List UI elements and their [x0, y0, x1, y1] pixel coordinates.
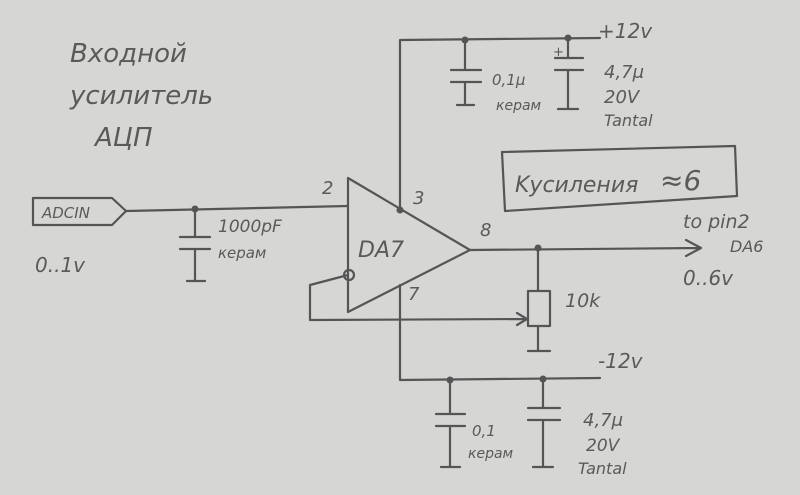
title-line-1: Входной — [70, 39, 187, 69]
schematic-title: Входной усилитель АЦП — [69, 39, 213, 153]
input-cap-value: 1000pF — [218, 217, 282, 237]
output-range-label: 0..6v — [683, 266, 734, 290]
negative-supply — [398, 283, 602, 469]
positive-supply — [396, 34, 602, 214]
pos-cap2-value: 4,7μ — [604, 62, 644, 83]
title-line-3: АЦП — [93, 123, 153, 153]
adcin-label: ADCIN — [41, 204, 90, 222]
gain-label: Kусиления — [515, 173, 638, 198]
adcin-connector: ADCIN — [31, 196, 128, 227]
output-dest-line2: DA6 — [730, 237, 763, 256]
neg-cap1-value: 0,1 — [472, 422, 496, 440]
pos-cap2-voltage: 20V — [604, 87, 641, 108]
pin-7-label: 7 — [408, 284, 420, 305]
gain-value: ≈6 — [660, 164, 701, 197]
opamp-name: DA7 — [358, 238, 404, 263]
output-wire — [468, 238, 703, 258]
pin-8-label: 8 — [480, 220, 491, 241]
neg-cap1-type: керам — [468, 446, 514, 462]
output-dest-line1: to pin2 — [683, 211, 750, 233]
pos-cap1-type: керам — [496, 98, 542, 114]
gain-box: Kусиления ≈6 — [500, 144, 739, 213]
pos-cap1-value: 0,1μ — [492, 71, 525, 89]
pos-cap2-type: Tantal — [604, 111, 653, 130]
title-line-2: усилитель — [69, 81, 213, 111]
input-range-label: 0..1v — [35, 253, 86, 277]
neg-cap2-voltage: 20V — [586, 436, 621, 456]
polarity-mark: + — [553, 45, 564, 60]
resistor-value: 10k — [565, 290, 601, 312]
input-wire — [124, 204, 350, 213]
neg-supply-label: -12v — [598, 349, 644, 373]
pin-3-label: 3 — [413, 188, 424, 209]
input-cap-type: керам — [218, 244, 266, 262]
pos-supply-label: +12v — [598, 19, 653, 43]
opamp-da7: DA7 2 3 8 7 — [322, 176, 491, 314]
trimmer-resistor — [308, 246, 552, 353]
pin-2-label: 2 — [322, 178, 333, 199]
neg-cap2-type: Tantal — [578, 459, 627, 478]
neg-cap2-value: 4,7μ — [583, 410, 623, 431]
input-capacitor — [178, 207, 212, 283]
